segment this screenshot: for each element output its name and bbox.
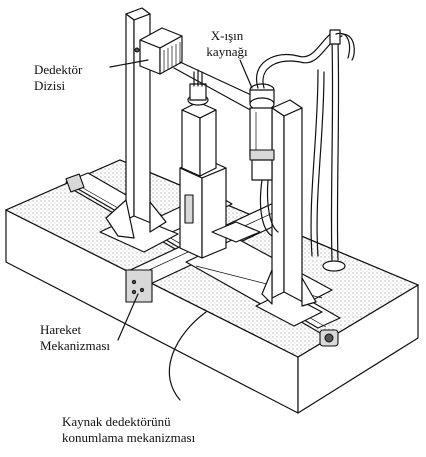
right-pillar — [255, 99, 323, 327]
label-xray-source: X-ışın kaynağı — [198, 28, 256, 60]
sample-column — [179, 69, 261, 259]
xray-source — [249, 83, 275, 181]
detector-array — [139, 27, 183, 75]
label-positioning-mechanism: Kaynak dedektörünü konumlama mekanizması — [62, 414, 195, 446]
label-detector-array-line1: Dedektör — [34, 62, 83, 77]
label-positioning-mechanism-line2: konumlama mekanizması — [62, 430, 196, 445]
label-xray-source-line1: X-ışın — [210, 28, 244, 43]
motion-block — [125, 269, 153, 303]
leader-lines — [109, 59, 253, 401]
left-pillar — [99, 7, 179, 253]
label-detector-array-line2: Dizisi — [34, 78, 66, 93]
label-motion-mechanism-line1: Hareket — [40, 322, 82, 337]
label-xray-source-line2: kaynağı — [206, 44, 248, 59]
label-motion-mechanism: Hareket Mekanizması — [40, 322, 110, 354]
label-detector-array: Dedektör Dizisi — [34, 62, 82, 94]
label-positioning-mechanism-line1: Kaynak dedektörünü — [62, 414, 171, 429]
label-motion-mechanism-line2: Mekanizması — [40, 338, 111, 353]
cable-stand — [255, 29, 355, 272]
xray-beam — [173, 61, 263, 113]
